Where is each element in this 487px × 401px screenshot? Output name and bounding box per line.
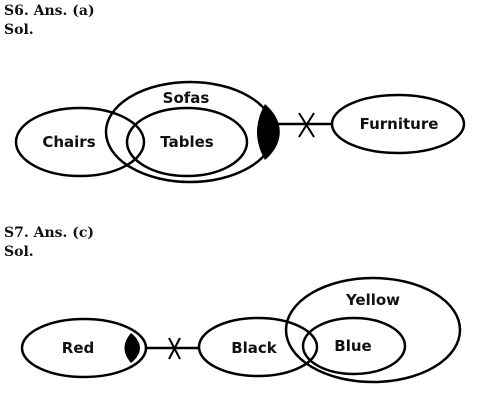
s6-shaded-region <box>257 104 280 160</box>
s7-shaded-region <box>124 333 140 363</box>
s6-tables-label: Tables <box>160 133 213 151</box>
s7-no-relation-cross <box>168 337 181 360</box>
s7-black-label: Black <box>231 339 278 357</box>
s7-heading: S7. Ans. (c) <box>4 225 95 241</box>
s7-yellow-circle <box>284 276 462 384</box>
s6-sofas-circle <box>104 80 276 184</box>
s6-sofas-label: Sofas <box>163 89 210 107</box>
s7-red-label: Red <box>62 339 94 357</box>
s7-blue-circle <box>301 316 407 376</box>
s6-heading: S6. Ans. (a) <box>4 3 95 19</box>
s7-sol-label: Sol. <box>4 244 34 260</box>
s7-yellow-label: Yellow <box>345 291 400 309</box>
s7-venn-diagram: Yellow Red Black Blue <box>20 276 462 384</box>
s6-tables-circle <box>125 106 249 178</box>
s7-blue-label: Blue <box>334 337 371 355</box>
s6-no-relation-cross <box>298 112 315 138</box>
s6-furniture-label: Furniture <box>360 115 439 133</box>
s6-sol-label: Sol. <box>4 22 34 38</box>
s6-venn-diagram: Sofas Chairs Tables Furniture <box>14 80 466 184</box>
s6-chairs-circle <box>14 106 146 178</box>
s6-chairs-label: Chairs <box>42 133 95 151</box>
